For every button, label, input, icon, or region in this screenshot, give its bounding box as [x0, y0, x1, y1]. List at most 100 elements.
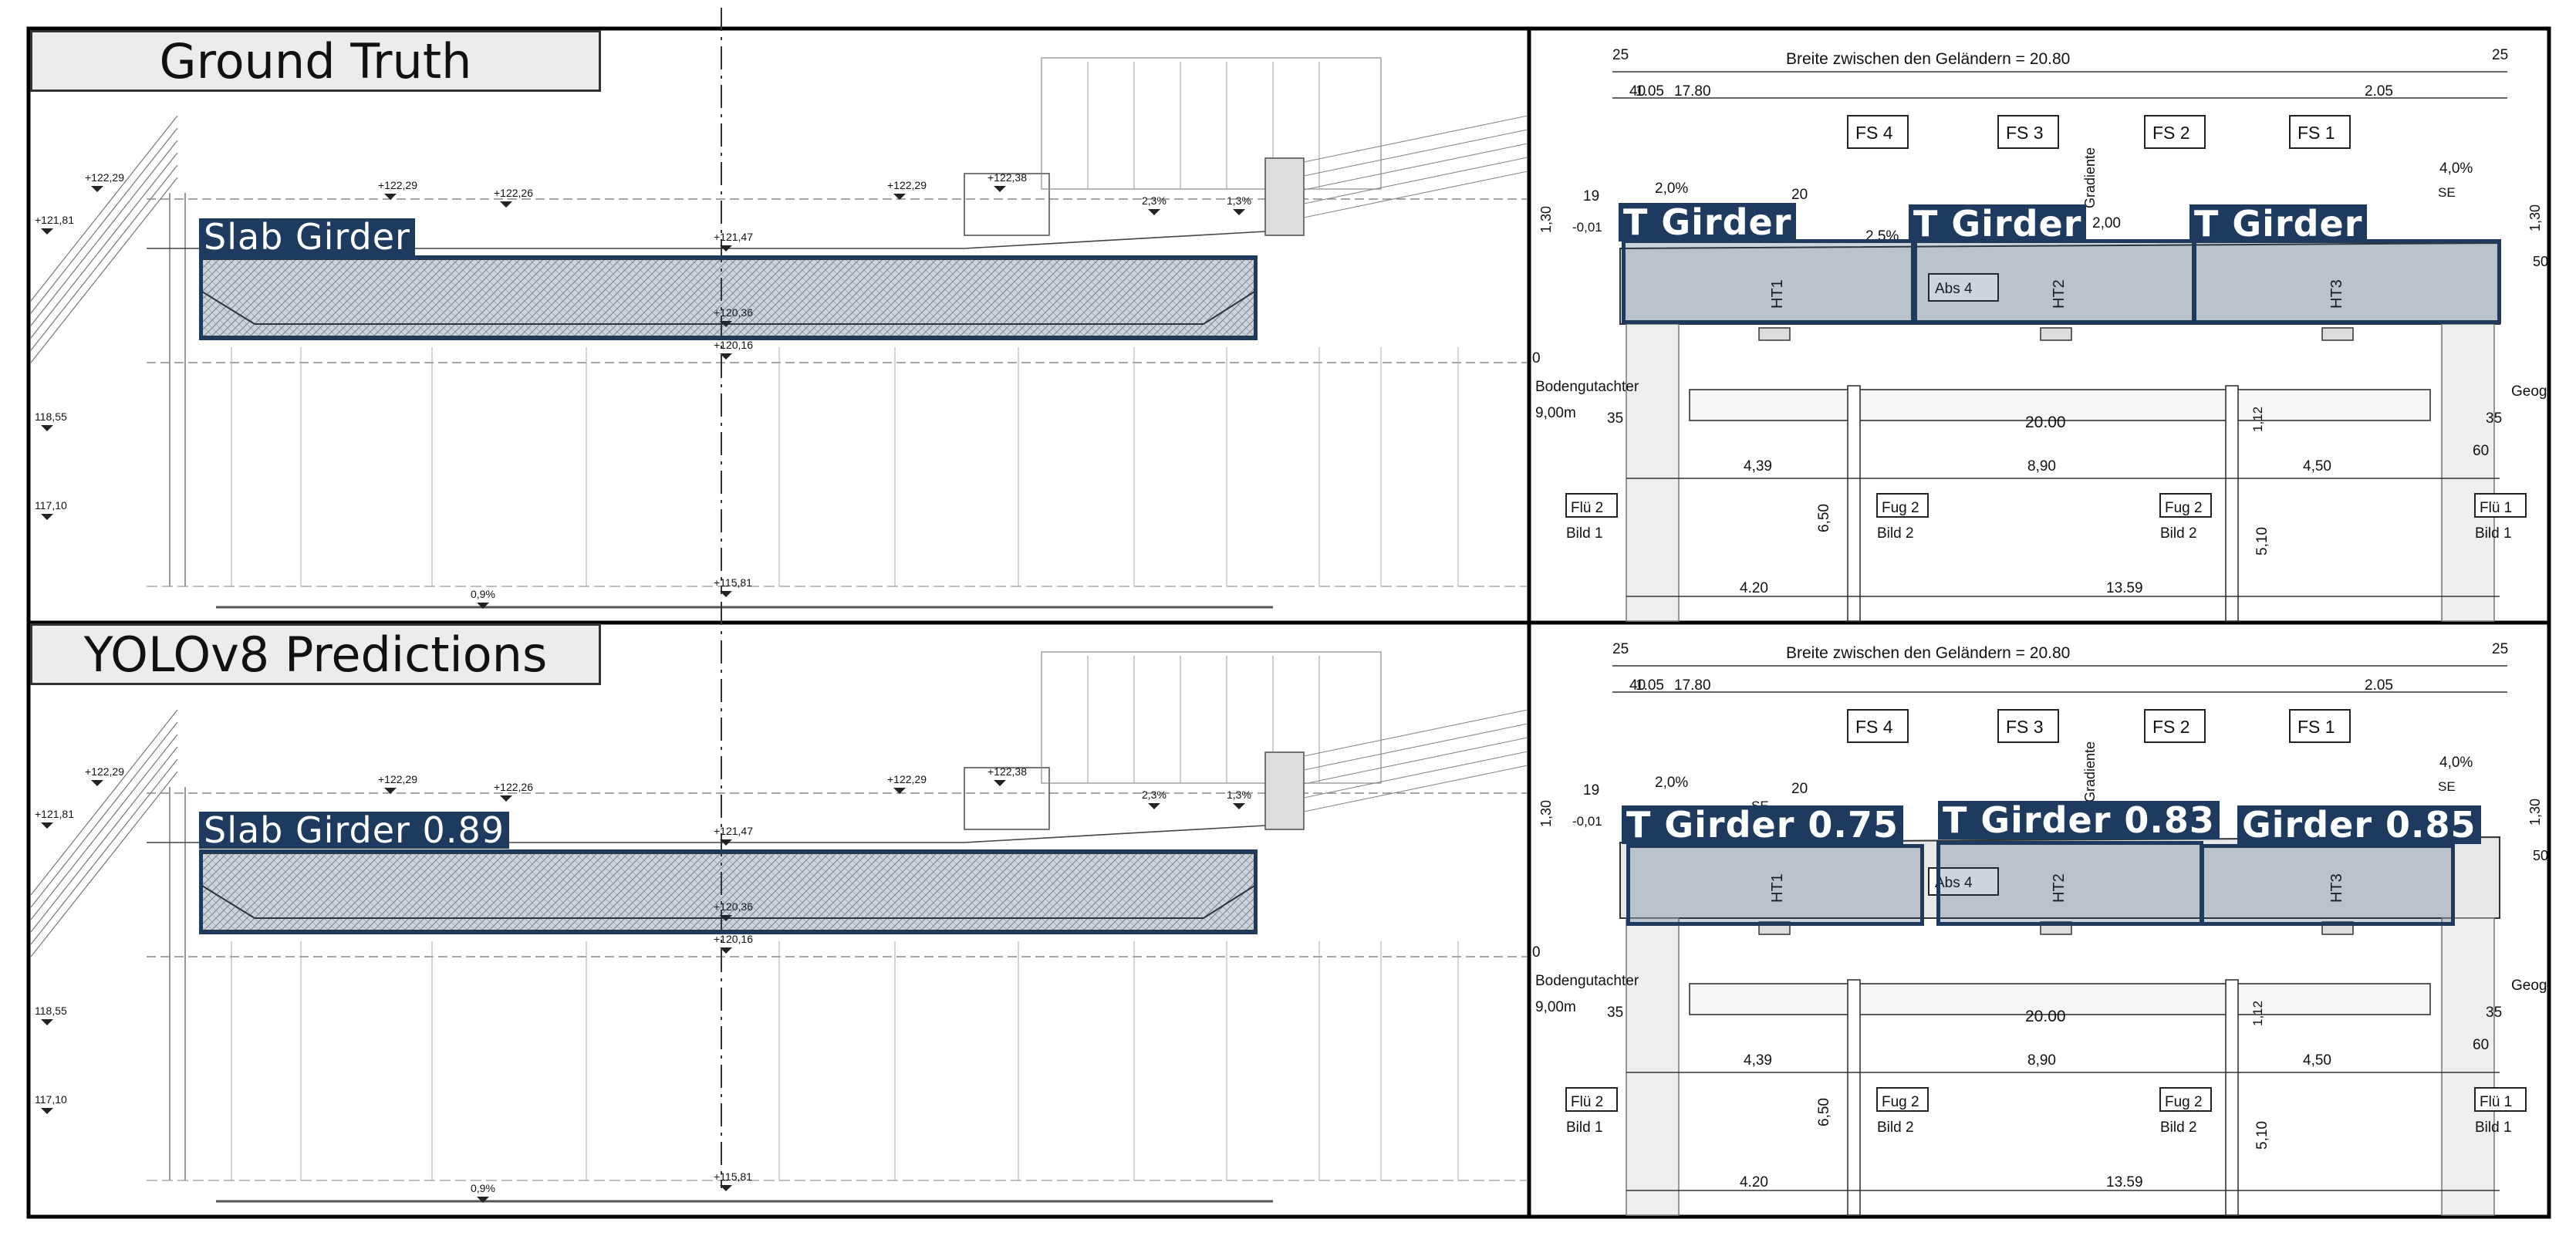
elevation-label: 1,3%: [1227, 789, 1251, 801]
bearing-box: [1565, 1087, 1618, 1112]
lane-box: [1997, 709, 2059, 743]
elevation-marker: [41, 1019, 53, 1025]
gradient-label: Gradiente: [2082, 741, 2098, 802]
t-girder-pred-box-1: [1626, 844, 1924, 926]
t-girder-pred-box-2: [1936, 841, 2203, 926]
slab-chamfer: [201, 885, 255, 919]
sub-dimension: 4,39: [1744, 458, 1772, 474]
elevation-label: +120,36: [714, 306, 753, 319]
railing-line: [30, 127, 178, 314]
bearing-box: [1876, 1087, 1929, 1112]
railing-line: [30, 164, 178, 351]
abs-label: Abs 4: [1935, 875, 1973, 891]
elevation-label: +121,47: [714, 825, 753, 837]
railing-line: [30, 746, 178, 933]
left-mark: 19: [1583, 782, 1599, 799]
bearing-box: [1565, 493, 1618, 518]
sub-dimension: 8,90: [2027, 458, 2056, 474]
t-girder-pred-box-3: [2200, 844, 2455, 926]
elevation-marker: [41, 822, 53, 829]
bearing-picture: Bild 2: [2160, 1119, 2197, 1136]
top-dimension: 40: [1629, 83, 1646, 100]
elevation-label: +122,38: [988, 765, 1027, 778]
se-right: SE: [2438, 779, 2456, 794]
elevation-label: +122,26: [494, 781, 533, 793]
longitudinal-section: +122,29+122,29+122,26+122,29+122,38+121,…: [30, 602, 1528, 1203]
elevation-marker: [41, 1108, 53, 1114]
elevation-label: +115,81: [714, 1170, 752, 1183]
geogi: Geogi: [2511, 978, 2551, 994]
cross-section: Breite zwischen den Geländern = 20.80254…: [1532, 641, 2551, 1216]
bottom-dimension: 4.20: [1740, 1174, 1768, 1190]
bearing-name: Fug 2: [2165, 1094, 2203, 1110]
elevation-label: +121,81: [35, 214, 74, 226]
railing-line: [30, 152, 178, 339]
railing-panel: [1041, 57, 1382, 190]
lane-label: FS 4: [1855, 123, 1893, 143]
elevation-marker: [91, 780, 103, 786]
bearing-pad: [2040, 327, 2072, 341]
railing-line: [30, 115, 178, 302]
top-dimension: 25: [1612, 47, 1629, 63]
t-girder-gt-label-2: T Girder: [1909, 204, 2087, 243]
bearing-name: Flü 1: [2480, 500, 2512, 516]
slab-chamfer: [1203, 291, 1255, 325]
lane-box: [2144, 115, 2206, 149]
ramp-line: [1303, 129, 1528, 177]
t-girder-gt-box-1: [1622, 239, 1915, 324]
ramp-line: [1303, 709, 1528, 757]
lane-box: [2289, 709, 2351, 743]
column: [1847, 385, 1861, 622]
railing-line: [30, 771, 178, 957]
elevation-marker: [500, 795, 512, 802]
column: [2225, 979, 2239, 1216]
elevation-label: +120,36: [714, 900, 753, 913]
railing-line: [30, 721, 178, 908]
crossbeam: [1689, 389, 2431, 421]
beam-label: HT2: [2051, 279, 2068, 309]
elevation-marker: [384, 788, 397, 794]
deck-top-line: [964, 231, 1266, 249]
left-35: 35: [1607, 410, 1623, 427]
elevation-marker: [893, 194, 906, 200]
deck-top-line: [964, 825, 1266, 843]
left-height: 1,30: [1538, 800, 1554, 827]
ramp-line: [1303, 171, 1528, 218]
top-dimension: 17.80: [1674, 677, 1711, 694]
elevation-label: 117,10: [35, 1093, 67, 1106]
top-dimension: 25: [1612, 641, 1629, 657]
elevation-label: 1,3%: [1227, 194, 1251, 207]
beam-label: HT2: [2051, 873, 2068, 903]
bearing-box: [2474, 1087, 2527, 1112]
lane-label: FS 1: [2297, 717, 2335, 737]
top-dimension: 40: [1629, 677, 1646, 694]
bearing-picture: Bild 2: [2160, 525, 2197, 542]
t-girder-gt-box-2: [1913, 239, 2196, 324]
left-20: 20: [1791, 781, 1808, 797]
left-height: 1,30: [1538, 206, 1554, 233]
elevation-marker: [720, 947, 732, 954]
column-height: 1,12: [2250, 407, 2265, 432]
top-dimension: 1.05: [1636, 677, 1664, 694]
left-mark: 19: [1583, 188, 1599, 204]
railing-line: [30, 140, 178, 326]
top-dimension: 25: [2492, 47, 2508, 63]
predictions-label: YOLOv8 Predictions: [30, 623, 601, 685]
column-height: 6,50: [1816, 1098, 1832, 1126]
right-mark: 50: [2533, 254, 2548, 269]
bearing-picture: Bild 1: [1566, 1119, 1603, 1136]
zero-mark: 0: [1532, 350, 1541, 366]
column-height: 5,10: [2254, 1121, 2270, 1150]
bearing-name: Fug 2: [2165, 500, 2203, 516]
lane-label: FS 3: [2006, 123, 2044, 143]
slab-girder-pred-box: [199, 849, 1258, 934]
elevation-label: +122,26: [494, 187, 533, 199]
top-dimension: 2.05: [2365, 677, 2393, 694]
railing-line: [30, 734, 178, 920]
column: [2225, 385, 2239, 622]
right-60: 60: [2473, 1037, 2489, 1053]
bearing-picture: Bild 1: [2475, 1119, 2512, 1136]
ramp-line: [1303, 737, 1528, 785]
bearing-picture: Bild 2: [1877, 1119, 1914, 1136]
